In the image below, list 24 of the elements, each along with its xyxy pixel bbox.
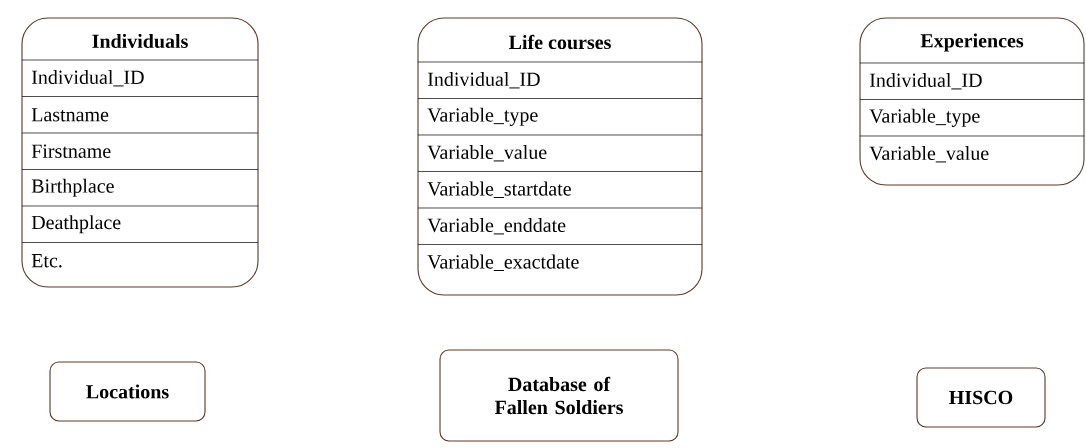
field-name: Individual_ID bbox=[427, 71, 540, 89]
field-name: Etc. bbox=[31, 254, 62, 268]
field-name: Variable_startdate bbox=[427, 181, 571, 198]
field-name: Variable_enddate bbox=[427, 217, 566, 235]
field-name: Variable_value bbox=[869, 145, 989, 163]
field-name: Variable_value bbox=[427, 144, 547, 162]
field-name: Firstname bbox=[31, 144, 111, 158]
table-heading: Individuals bbox=[92, 33, 188, 49]
field-name: Individual_ID bbox=[31, 69, 144, 87]
field-name: Deathplace bbox=[31, 215, 121, 234]
entity-box: HISCO bbox=[916, 367, 1046, 428]
table-heading: Life courses bbox=[509, 34, 611, 50]
entity-table bbox=[417, 17, 703, 296]
field-name: Birthplace bbox=[31, 178, 114, 197]
field-name: Variable_type bbox=[869, 108, 980, 127]
table-heading: Experiences bbox=[920, 33, 1024, 52]
entity-table bbox=[859, 17, 1085, 186]
entity-box: Locations bbox=[49, 361, 206, 422]
field-name: Lastname bbox=[31, 108, 109, 122]
entity-box: Database of Fallen Soldiers bbox=[439, 349, 679, 442]
entity-table bbox=[21, 17, 259, 288]
field-name: Variable_type bbox=[427, 107, 538, 126]
field-name: Variable_exactdate bbox=[427, 254, 579, 271]
field-name: Individual_ID bbox=[869, 72, 982, 90]
